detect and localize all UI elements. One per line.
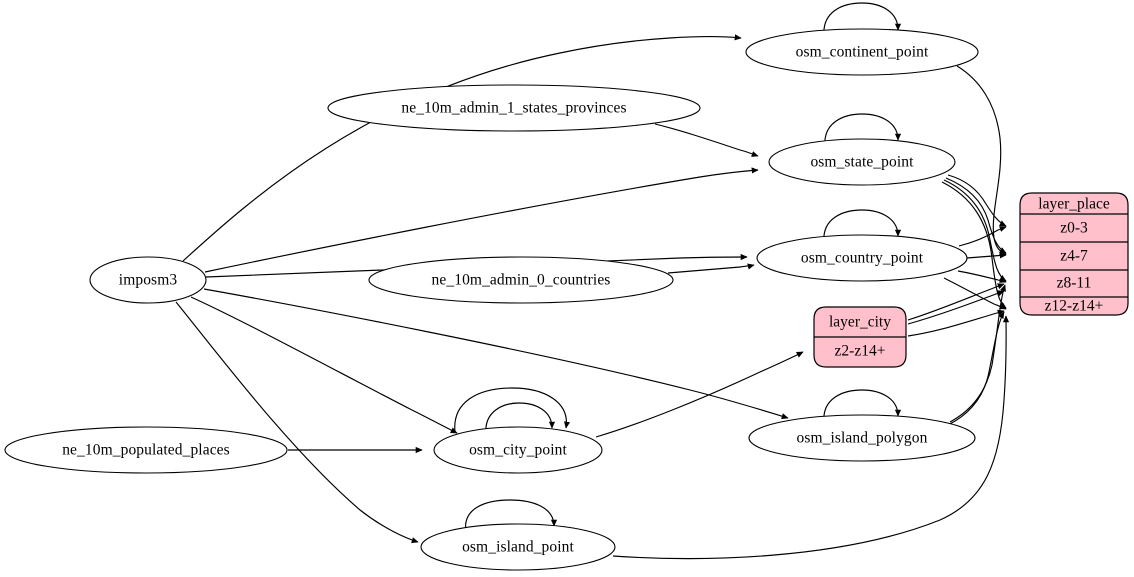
node-osm-city-point-label: osm_city_point xyxy=(469,442,567,459)
node-ne-10m-admin-1-states-provinces[interactable]: ne_10m_admin_1_states_provinces xyxy=(327,84,701,132)
edge-osm-country-point-to-layer-place-z0-3 xyxy=(958,226,1007,247)
edge-osm-state-point-to-layer-place-z0-3 xyxy=(947,174,1007,227)
node-osm-island-polygon-label: osm_island_polygon xyxy=(797,430,928,447)
edge-layer-city-to-layer-place-z12-z14 xyxy=(907,290,1005,325)
edge-layer xyxy=(175,2,1010,560)
node-ne-admin1-shape[interactable] xyxy=(327,84,701,132)
edge-osm-country-point-to-layer-place-z8-11 xyxy=(957,270,1007,283)
self-loop-osm-country-point xyxy=(823,209,902,243)
node-layer: imposm3 ne_10m_admin_1_states_provinces … xyxy=(4,28,979,571)
node-osm-state-point-shape[interactable] xyxy=(768,138,956,186)
edge-osm-state-point-to-layer-place-z4-7 xyxy=(945,177,1007,254)
node-osm-country-point[interactable]: osm_country_point xyxy=(756,234,968,282)
edge-osm-city-point-outer-in xyxy=(454,387,571,433)
edge-osm-island-point-to-layer-place-z12-z14 xyxy=(612,315,1010,560)
node-osm-island-polygon-shape[interactable] xyxy=(748,414,976,462)
edge-osm-city-point-to-layer-city xyxy=(595,351,804,438)
edge-imposm3-to-osm-island-point xyxy=(175,301,419,544)
edge-osm-country-point-to-layer-place-z12-z14 xyxy=(943,277,1007,310)
record-layer: layer_place z0-3 z4-7 z8-11 z12-z14+ lay… xyxy=(813,192,1129,368)
edge-osm-state-point-to-layer-place-z12-z14 xyxy=(941,181,1007,309)
node-osm-continent-point[interactable]: osm_continent_point xyxy=(745,28,979,76)
edge-ne-admin0-to-osm-country-point xyxy=(667,263,755,274)
edge-osm-island-polygon-to-layer-place-z12-z14 xyxy=(947,311,1005,426)
edge-layer-city-to-layer-place-z12b xyxy=(907,309,1005,337)
record-layer-place[interactable]: layer_place z0-3 z4-7 z8-11 z12-z14+ xyxy=(1019,192,1129,316)
node-osm-country-point-label: osm_country_point xyxy=(801,250,924,267)
node-osm-island-polygon[interactable]: osm_island_polygon xyxy=(748,414,976,462)
node-ne-populated-shape[interactable] xyxy=(4,426,288,474)
record-layer-place-cell-z0-3[interactable]: z0-3 xyxy=(1060,220,1088,237)
record-layer-place-title: layer_place xyxy=(1038,196,1110,213)
node-osm-island-point-shape[interactable] xyxy=(420,523,616,571)
node-osm-continent-point-label: osm_continent_point xyxy=(796,44,929,61)
node-osm-island-point[interactable]: osm_island_point xyxy=(420,523,616,571)
node-imposm3-shape[interactable] xyxy=(89,256,207,304)
record-layer-place-body[interactable] xyxy=(1019,192,1129,316)
edge-ne-admin1-to-osm-state-point xyxy=(654,123,759,157)
edge-imposm3-to-osm-city-point xyxy=(190,296,458,434)
record-layer-city-title: layer_city xyxy=(829,314,891,331)
record-layer-place-cell-z4-7[interactable]: z4-7 xyxy=(1060,248,1088,265)
self-loop-osm-island-polygon xyxy=(823,389,902,423)
record-layer-place-cell-z8-11[interactable]: z8-11 xyxy=(1057,275,1092,292)
node-osm-country-point-shape[interactable] xyxy=(756,234,968,282)
node-ne-admin0-label: ne_10m_admin_0_countries xyxy=(432,272,611,289)
edge-osm-continent-point-to-layer-place-z4-7 xyxy=(956,65,1007,255)
node-osm-continent-point-shape[interactable] xyxy=(745,28,979,76)
node-ne-10m-admin-0-countries[interactable]: ne_10m_admin_0_countries xyxy=(368,256,674,304)
node-imposm3-label: imposm3 xyxy=(119,272,178,289)
self-loop-osm-city-point xyxy=(485,402,556,435)
node-ne-admin1-label: ne_10m_admin_1_states_provinces xyxy=(401,100,626,117)
node-ne-populated-label: ne_10m_populated_places xyxy=(62,442,230,459)
node-osm-island-point-label: osm_island_point xyxy=(462,539,574,556)
node-ne-admin0-shape[interactable] xyxy=(368,256,674,304)
self-loop-osm-island-point xyxy=(465,499,558,533)
node-osm-city-point[interactable]: osm_city_point xyxy=(433,426,603,474)
node-osm-city-point-shape[interactable] xyxy=(433,426,603,474)
edge-imposm3-to-osm-island-polygon xyxy=(203,288,789,420)
record-layer-city[interactable]: layer_city z2-z14+ xyxy=(813,306,907,368)
edge-osm-state-point-to-layer-place-z8-11 xyxy=(943,179,1007,282)
edge-osm-island-polygon-to-layer-place-z8-11 xyxy=(949,284,1006,423)
node-imposm3[interactable]: imposm3 xyxy=(89,256,207,304)
edge-osm-country-point-to-layer-place-z4-7 xyxy=(966,252,1007,259)
node-osm-state-point[interactable]: osm_state_point xyxy=(768,138,956,186)
node-ne-10m-populated-places[interactable]: ne_10m_populated_places xyxy=(4,426,288,474)
record-layer-city-cell-z2-z14[interactable]: z2-z14+ xyxy=(835,343,886,360)
edge-imposm3-to-osm-state-point xyxy=(204,167,759,273)
self-loop-osm-continent-point xyxy=(823,2,902,37)
edge-layer-city-to-layer-place-z8-11 xyxy=(907,283,1005,321)
self-loop-osm-state-point xyxy=(824,113,902,147)
node-osm-state-point-label: osm_state_point xyxy=(810,154,914,171)
edge-imposm3-to-osm-continent-point xyxy=(182,34,742,262)
record-layer-place-cell-z12-z14[interactable]: z12-z14+ xyxy=(1045,298,1104,315)
